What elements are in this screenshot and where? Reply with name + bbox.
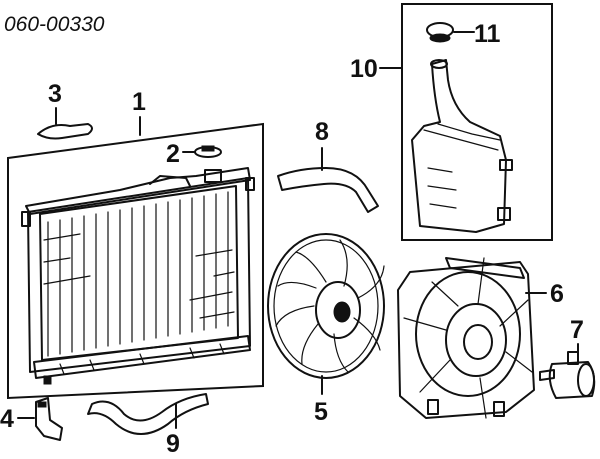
callout-4: 4: [0, 405, 14, 433]
reservoir-cap: [426, 22, 454, 43]
callout-8: 8: [315, 118, 329, 146]
callout-11: 11: [474, 20, 501, 48]
radiator-assembly: [7, 122, 264, 400]
callout-5: 5: [314, 398, 328, 426]
reservoir-assembly: [401, 3, 553, 241]
upper-hose: [277, 167, 379, 213]
seal-part: [37, 123, 93, 140]
callout-6: 6: [550, 280, 564, 308]
callout-10: 10: [350, 55, 378, 83]
callout-1: 1: [132, 88, 146, 116]
callout-7: 7: [570, 316, 584, 344]
coolant-reservoir: [411, 59, 513, 233]
callout-3: 3: [48, 80, 62, 108]
diagram-code-label: 060-00330: [4, 13, 105, 36]
cooling-fan: [267, 233, 385, 379]
fan-motor: [539, 351, 596, 399]
radiator: [21, 167, 255, 385]
mount-bracket: [35, 397, 63, 441]
fan-shroud: [397, 257, 535, 419]
radiator-group-frame: [7, 122, 264, 400]
callout-2: 2: [166, 140, 180, 168]
callout-9: 9: [166, 430, 180, 458]
lower-hose: [87, 393, 209, 435]
reservoir-group-frame: [401, 3, 553, 241]
radiator-cap: [194, 145, 222, 158]
